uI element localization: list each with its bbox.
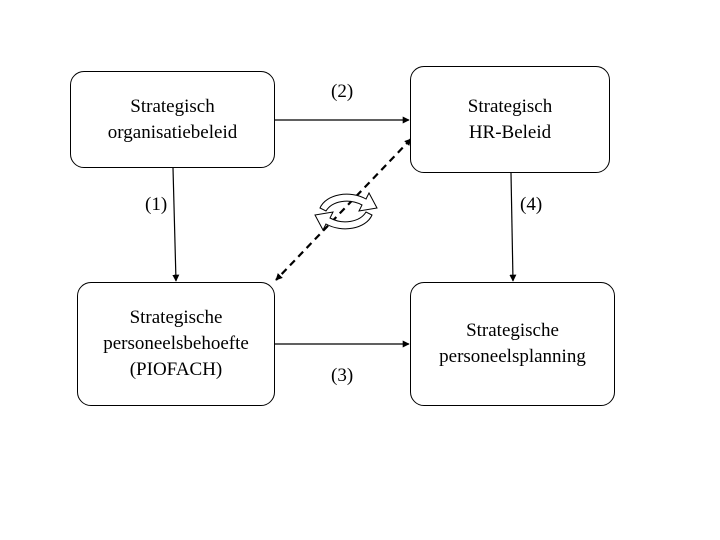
node-label-line: Strategisch bbox=[130, 95, 215, 117]
node-strategisch-organisatiebeleid: Strategisch organisatiebeleid bbox=[70, 71, 275, 168]
edge-hr-beleid-personeelsbehoefte-dashed bbox=[275, 138, 412, 281]
node-label-line: organisatiebeleid bbox=[107, 121, 238, 143]
node-label-line: (PIOFACH) bbox=[129, 359, 223, 380]
edge-organisatiebeleid-to-personeelsbehoefte bbox=[172, 167, 180, 282]
edge-label-2: (2) bbox=[331, 81, 354, 102]
refresh-cycle-icon bbox=[314, 191, 378, 232]
node-label-line: Strategisch bbox=[467, 95, 553, 117]
node-label-line: personeelsbehoefte bbox=[103, 333, 249, 354]
node-label-line: HR-Beleid bbox=[468, 121, 552, 143]
node-label-line: Strategische bbox=[129, 307, 223, 328]
edge-label-4: (4) bbox=[520, 194, 543, 215]
node-label-line: personeelsplanning bbox=[439, 346, 586, 367]
node-strategisch-hr-beleid: Strategisch HR-Beleid bbox=[410, 66, 610, 173]
node-strategische-personeelsbehoefte: Strategische personeelsbehoefte (PIOFACH… bbox=[77, 282, 275, 406]
node-label-line: Strategische bbox=[466, 320, 559, 341]
node-strategische-personeelsplanning: Strategische personeelsplanning bbox=[410, 282, 615, 406]
edge-label-1: (1) bbox=[145, 194, 168, 215]
edge-hr-beleid-to-personeelsplanning bbox=[509, 172, 517, 282]
edge-label-3: (3) bbox=[331, 365, 354, 386]
